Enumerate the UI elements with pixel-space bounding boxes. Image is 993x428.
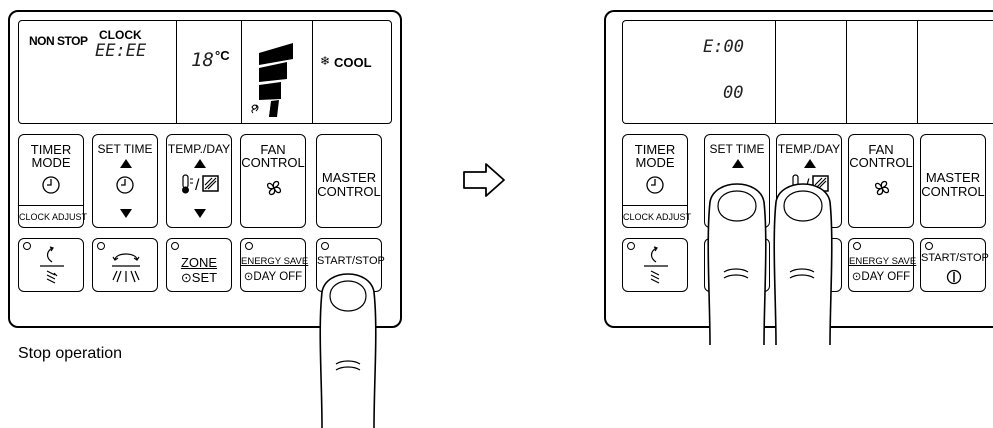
finger-press-icon [320, 274, 376, 428]
finger-press-icon [774, 184, 832, 345]
finger-press-icon [708, 184, 766, 345]
